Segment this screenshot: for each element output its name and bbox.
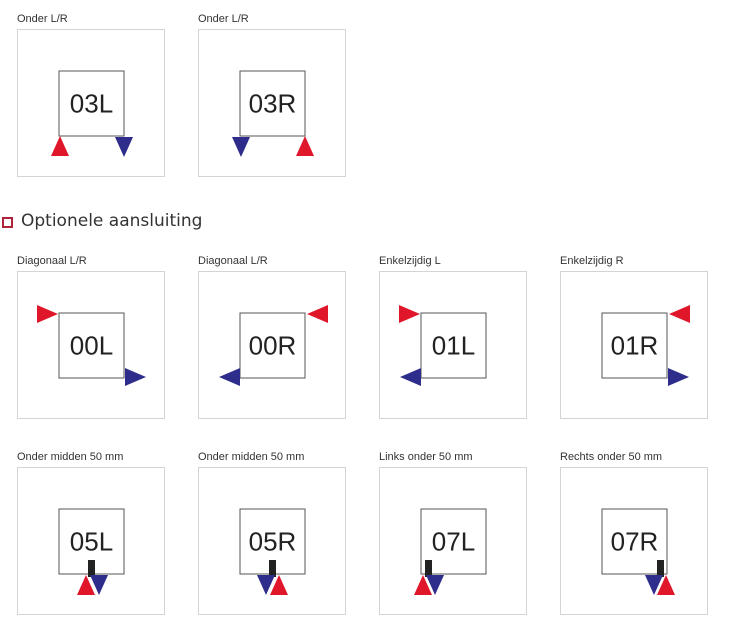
- radiator-box: [420, 312, 487, 379]
- connection-diagram: 01R: [560, 271, 708, 419]
- connection-diagram: 03R: [198, 29, 346, 177]
- radiator-box: [239, 312, 306, 379]
- card-label: Enkelzijdig L: [379, 255, 441, 267]
- card-label: Onder L/R: [17, 13, 68, 25]
- connection-diagram: 07L: [379, 467, 527, 615]
- pipe-stub: [269, 560, 276, 577]
- return-arrow: [219, 368, 240, 386]
- card-label: Onder L/R: [198, 13, 249, 25]
- radiator-connection-svg: 05L: [58, 508, 125, 595]
- supply-arrow: [307, 305, 328, 323]
- radiator-connection-svg: 07R: [601, 508, 675, 595]
- pipe-stub: [425, 560, 432, 577]
- pipe-stub: [657, 560, 664, 577]
- radiator-connection-svg: 01L: [399, 305, 487, 386]
- radiator-code: 07R: [611, 527, 659, 557]
- radiator-box: [239, 70, 306, 137]
- supply-arrow: [77, 575, 95, 595]
- connection-diagram: 00R: [198, 271, 346, 419]
- radiator-code: 00L: [70, 331, 113, 361]
- radiator-connection-svg: 03R: [232, 70, 314, 157]
- radiator-code: 01L: [432, 331, 475, 361]
- radiator-connection-svg: 07L: [414, 508, 487, 595]
- return-arrow: [125, 368, 146, 386]
- radiator-code: 07L: [432, 527, 475, 557]
- radiator-connection-svg: 01R: [601, 305, 690, 386]
- return-arrow: [115, 137, 133, 157]
- supply-arrow: [399, 305, 420, 323]
- supply-arrow: [270, 575, 288, 595]
- radiator-connection-svg: 00L: [37, 305, 146, 386]
- connection-diagram: 05L: [17, 467, 165, 615]
- pipe-stub: [88, 560, 95, 577]
- card-label: Diagonaal L/R: [198, 255, 268, 267]
- connection-diagram: 05R: [198, 467, 346, 615]
- return-arrow: [668, 368, 689, 386]
- radiator-code: 00R: [249, 331, 297, 361]
- return-arrow: [257, 575, 275, 595]
- supply-arrow: [669, 305, 690, 323]
- radiator-box: [58, 312, 125, 379]
- section-title: Optionele aansluiting: [21, 211, 203, 231]
- radiator-code: 03L: [70, 89, 113, 119]
- card-label: Onder midden 50 mm: [17, 451, 124, 463]
- return-arrow: [232, 137, 250, 157]
- connection-diagram: 01L: [379, 271, 527, 419]
- radiator-code: 05L: [70, 527, 113, 557]
- return-arrow: [426, 575, 444, 595]
- radiator-connection-svg: 03L: [51, 70, 133, 157]
- radiator-connection-svg: 05R: [239, 508, 306, 595]
- supply-arrow: [657, 575, 675, 595]
- supply-arrow: [296, 136, 314, 156]
- square-bullet-icon: [2, 217, 13, 228]
- radiator-code: 03R: [249, 89, 297, 119]
- return-arrow: [645, 575, 663, 595]
- radiator-box: [601, 508, 668, 575]
- card-label: Rechts onder 50 mm: [560, 451, 663, 463]
- card-label: Onder midden 50 mm: [198, 451, 305, 463]
- connection-diagram: 03L: [17, 29, 165, 177]
- card-label: Links onder 50 mm: [379, 451, 473, 463]
- radiator-code: 01R: [611, 331, 659, 361]
- card-label: Enkelzijdig R: [560, 255, 624, 267]
- card-label: Diagonaal L/R: [17, 255, 87, 267]
- return-arrow: [90, 575, 108, 595]
- return-arrow: [400, 368, 421, 386]
- radiator-connection-svg: 00R: [219, 305, 328, 386]
- radiator-box: [58, 70, 125, 137]
- supply-arrow: [37, 305, 58, 323]
- supply-arrow: [51, 136, 69, 156]
- supply-arrow: [414, 575, 432, 595]
- radiator-box: [601, 312, 668, 379]
- connection-diagram: 07R: [560, 467, 708, 615]
- connection-diagram: 00L: [17, 271, 165, 419]
- radiator-code: 05R: [249, 527, 297, 557]
